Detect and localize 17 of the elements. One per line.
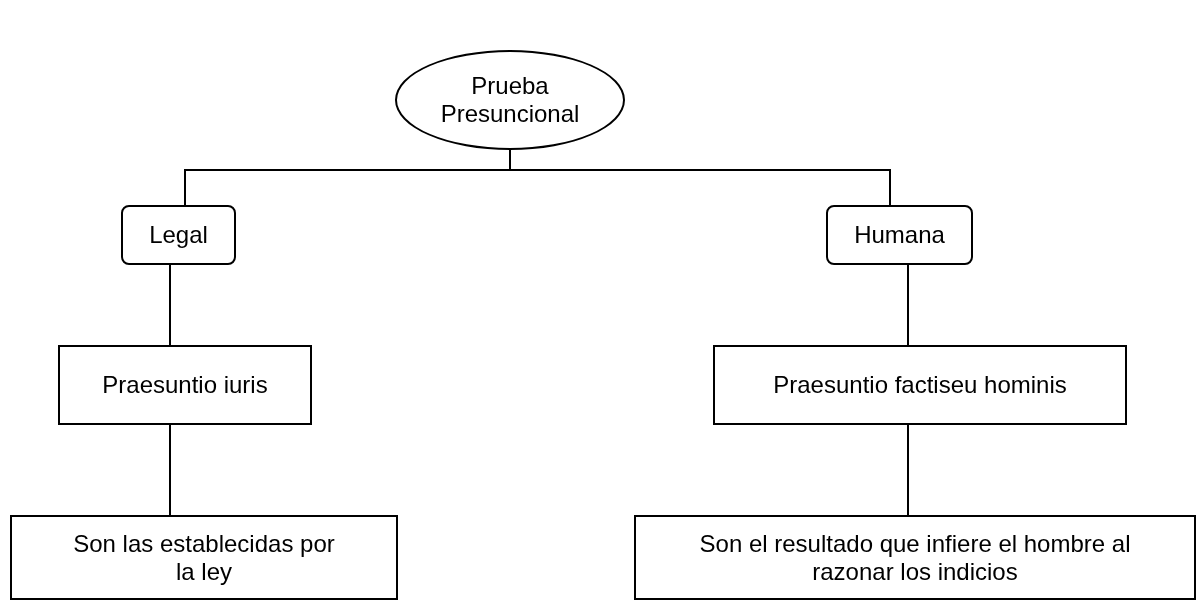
connector-line: [169, 264, 171, 346]
rounded-box: [826, 205, 973, 265]
node-label: Legal: [149, 221, 208, 249]
node-label: Son las establecidas por la ley: [72, 529, 336, 586]
connector-line: [907, 424, 909, 516]
process-box: [58, 345, 312, 425]
connector-line: [907, 264, 909, 346]
node-label: Humana: [854, 221, 945, 249]
rounded-box: [121, 205, 236, 265]
node-label: Praesuntio iuris: [102, 371, 268, 399]
node-label: Son el resultado que infiere el hombre al razonar los indicios: [698, 529, 1132, 586]
process-box: [713, 345, 1127, 425]
connector-line: [169, 424, 171, 516]
process-box: [10, 515, 398, 600]
node-label: Praesuntio factiseu hominis: [773, 371, 1067, 399]
process-box: [634, 515, 1196, 600]
node-label: Prueba Presuncional: [440, 72, 580, 128]
